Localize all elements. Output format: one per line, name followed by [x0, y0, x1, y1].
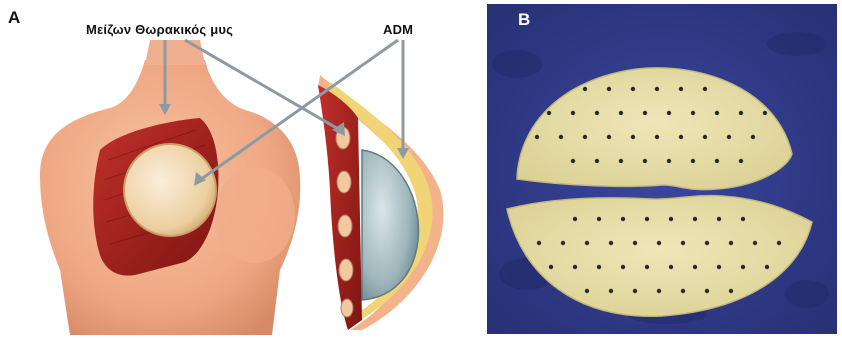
perforation-dot [691, 111, 695, 115]
perforation-dot [607, 135, 611, 139]
perforation-dot [681, 289, 685, 293]
perforation-dot [597, 217, 601, 221]
perforation-dot [669, 217, 673, 221]
perforation-dot [777, 241, 781, 245]
perforation-dot [753, 241, 757, 245]
perforation-dot [643, 111, 647, 115]
perforation-dot [727, 135, 731, 139]
perforation-dot [631, 87, 635, 91]
perforation-dot [633, 289, 637, 293]
perforation-dot [657, 289, 661, 293]
perforation-dot [657, 241, 661, 245]
perforation-dot [583, 135, 587, 139]
perforation-dot [573, 217, 577, 221]
neck-shape [145, 40, 205, 65]
perforation-dot [645, 265, 649, 269]
cross-section [318, 75, 443, 330]
perforation-dot [679, 87, 683, 91]
perforation-dot [595, 111, 599, 115]
panel-a-illustration [0, 0, 480, 338]
perforation-dot [609, 289, 613, 293]
perforation-dot [537, 241, 541, 245]
perforation-dot [607, 87, 611, 91]
perforation-dot [703, 87, 707, 91]
perforation-dot [703, 135, 707, 139]
perforation-dot [631, 135, 635, 139]
perforation-dot [739, 111, 743, 115]
perforation-dot [559, 135, 563, 139]
perforation-dot [571, 159, 575, 163]
perforation-dot [667, 111, 671, 115]
perforation-dot [739, 159, 743, 163]
perforation-dot [547, 111, 551, 115]
perforation-dot [717, 217, 721, 221]
perforation-dot [655, 87, 659, 91]
perforation-dot [705, 289, 709, 293]
perforation-dot [693, 217, 697, 221]
perforation-dot [619, 111, 623, 115]
perforation-dot [595, 159, 599, 163]
perforation-dot [609, 241, 613, 245]
perforation-dot [619, 159, 623, 163]
perforation-dot [667, 159, 671, 163]
perforation-dot [729, 241, 733, 245]
perforation-dot [643, 159, 647, 163]
perforation-dot [741, 265, 745, 269]
perforation-dot [645, 217, 649, 221]
perforation-dot [561, 241, 565, 245]
perforation-dot [741, 217, 745, 221]
implant-circle [124, 144, 216, 236]
panel-b-photo [487, 4, 837, 334]
perforation-dot [585, 289, 589, 293]
perforation-dot [597, 265, 601, 269]
perforation-dot [705, 241, 709, 245]
annotation-adm: ADM [383, 22, 413, 37]
perforation-dot [729, 289, 733, 293]
perforation-dot [715, 111, 719, 115]
perforation-dot [621, 265, 625, 269]
perforation-dot [573, 265, 577, 269]
perforation-dot [549, 265, 553, 269]
perforation-dot [691, 159, 695, 163]
panel-b-label: B [518, 10, 530, 30]
perforation-dot [681, 241, 685, 245]
perforation-dot [679, 135, 683, 139]
perforation-dot [693, 265, 697, 269]
perforation-dot [621, 217, 625, 221]
perforation-dot [751, 135, 755, 139]
perforation-dot [535, 135, 539, 139]
perforation-dot [571, 111, 575, 115]
perforation-dot [669, 265, 673, 269]
perforation-dot [717, 265, 721, 269]
perforation-dot [585, 241, 589, 245]
annotation-pectoralis: Μείζων Θωρακικός μυς [86, 22, 233, 37]
panel-a-label: A [8, 8, 20, 28]
perforation-dot [715, 159, 719, 163]
perforation-dot [583, 87, 587, 91]
breast-contour [215, 167, 295, 263]
perforation-dot [655, 135, 659, 139]
perforation-dot [763, 111, 767, 115]
perforation-dot [765, 265, 769, 269]
perforation-dot [633, 241, 637, 245]
